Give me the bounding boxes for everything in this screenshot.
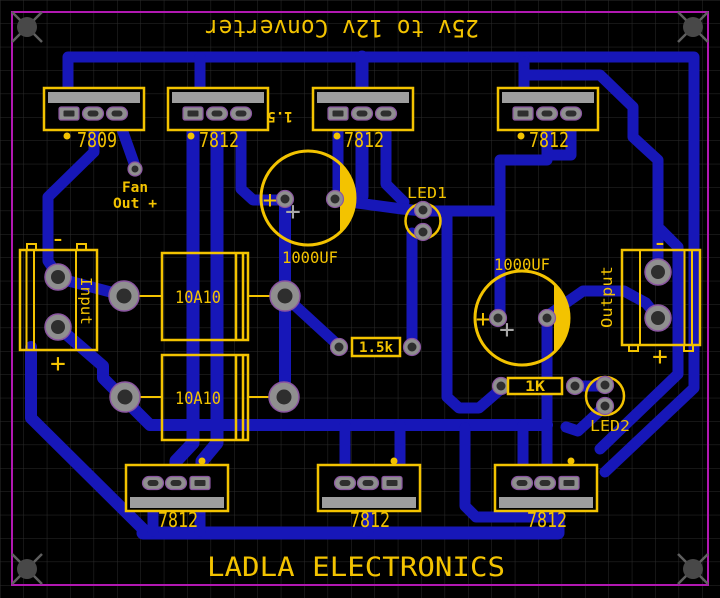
pin1-dot [390,457,398,465]
capacitor-1000uf-1: + + 1000UF [259,149,357,267]
resistor-label: 1.5k [359,340,394,356]
resistor-1k: 1K [491,376,585,396]
fan-label-line2: Out + [113,196,157,212]
heatsink-tab [48,92,140,103]
regulator-7809: 7809 [42,86,146,152]
polarity-crescent [554,283,569,353]
pin1-dot [198,457,206,465]
regulator-7812-b: 7812 [311,86,415,152]
pin1-dot [333,132,341,140]
output-terminal: Output - + [598,228,702,372]
brand-text: LADLA ELECTRONICS [207,552,505,583]
diode-10a10-2: 10A10 [109,353,300,442]
led-label: LED1 [407,184,447,202]
regulator-label: 7809 [77,128,117,152]
pin1-dot [517,132,525,140]
input-label: Input [77,277,95,325]
led2: LED2 [584,375,630,435]
minus-mark: - [50,224,66,254]
plus-mark: + [652,342,668,372]
regulator-label: 7812 [199,128,239,152]
capacitor-label: 1000UF [282,248,338,267]
board-border [11,11,709,586]
input-terminal: Input - + [18,224,99,379]
plus-mark: + [263,186,277,214]
regulator-7812-a: 7812 [166,86,270,152]
heatsink-tab [130,497,224,508]
resistor-1-5k: 1.5k [329,336,422,358]
heatsink-tab [172,92,264,103]
output-label: Output [598,266,616,328]
regulator-label: 7812 [158,508,198,532]
regulators-top: 7809 7812 7812 7812 [42,86,600,152]
pin1-dot [567,457,575,465]
regulators-bottom: 7812 7812 7812 [124,457,599,532]
regulator-7812-f: 7812 [493,457,599,532]
resistor-label: 1K [525,379,546,395]
diode-label: 10A10 [175,288,221,308]
fan-label-line1: Fan [122,180,148,196]
plus-mark: + [476,305,490,333]
regulator-label: 7812 [350,508,390,532]
regulator-label: 7812 [527,508,567,532]
plus-mark: + [50,349,66,379]
polarity-crescent [340,163,355,233]
diode-label: 10A10 [175,389,221,409]
heatsink-tab [502,92,594,103]
capacitor-1000uf-2: + + 1000UF [473,255,571,367]
regulator-7812-e: 7812 [316,457,422,532]
diode-10a10-1: 10A10 [108,251,301,342]
regulator-label: 7812 [529,128,569,152]
led1: LED1 [404,184,447,242]
capacitor-label: 1000UF [494,255,550,274]
board-title: 25v to 12v Converter [205,14,479,42]
heatsink-tab [317,92,409,103]
regulator-label: 7812 [344,128,384,152]
pin1-dot [63,132,71,140]
floating-value-label: 1.5 [267,108,292,124]
heatsink-tab [499,497,593,508]
minus-mark: - [652,228,668,258]
heatsink-tab [322,497,416,508]
pin1-dot [187,132,195,140]
fan-header: Fan Out + [113,161,157,212]
led-label: LED2 [590,417,630,435]
regulator-7812-c: 7812 [496,86,600,152]
regulator-7812-d: 7812 [124,457,230,532]
